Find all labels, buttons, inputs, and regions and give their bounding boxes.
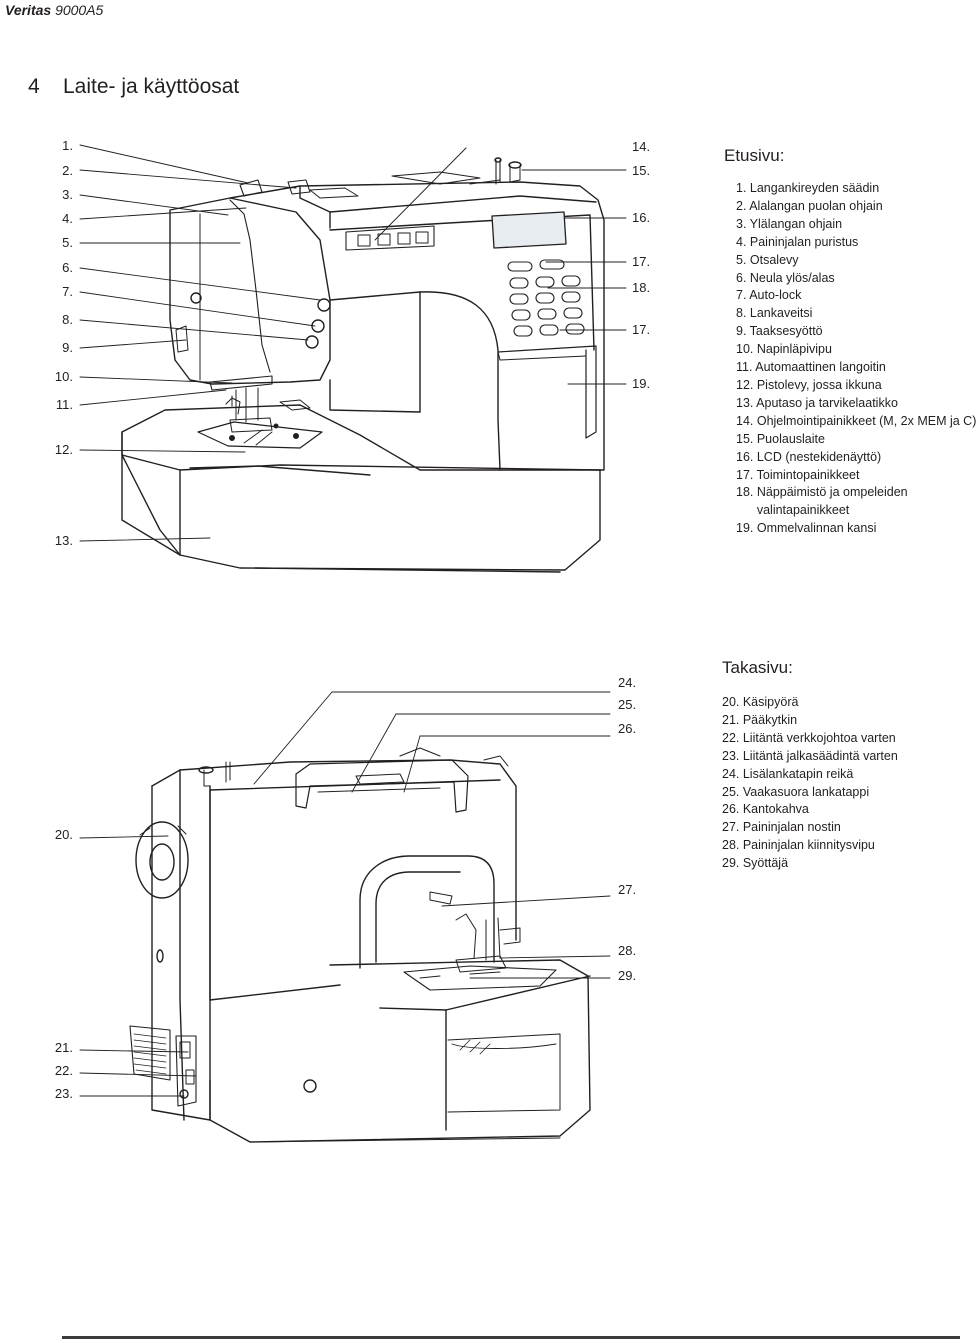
callout-label: 1. bbox=[62, 138, 73, 153]
callout-label: 13. bbox=[54, 533, 73, 548]
legend-item: 10. Napinläpivipu bbox=[736, 342, 832, 357]
callout-label: 28. bbox=[618, 943, 637, 958]
legend-item: 23. Liitäntä jalkasäädintä varten bbox=[722, 748, 898, 763]
legend-item: 15. Puolauslaite bbox=[736, 431, 825, 446]
legend-item: 17. Toimintopainikkeet bbox=[736, 467, 860, 482]
front-parts-legend: 1. Langankireyden säädin 2. Alalangan pu… bbox=[736, 180, 976, 538]
legend-item: 20. Käsipyörä bbox=[722, 695, 799, 709]
callout-label: 26. bbox=[618, 721, 637, 736]
legend-item: 26. Kantokahva bbox=[722, 802, 809, 817]
callout-label: 3. bbox=[62, 187, 73, 202]
page-number: 4 bbox=[28, 75, 40, 98]
callout-label: 17. bbox=[632, 254, 651, 269]
legend-item: 5. Otsalevy bbox=[736, 252, 799, 267]
legend-item: 2. Alalangan puolan ohjain bbox=[736, 198, 883, 213]
legend-item: 21. Pääkytkin bbox=[722, 712, 798, 727]
legend-item: 19. Ommelvalinnan kansi bbox=[736, 521, 877, 536]
callout-label: 22. bbox=[54, 1063, 73, 1078]
back-view-heading: Takasivu: bbox=[722, 658, 793, 677]
callout-label: 11. bbox=[55, 397, 73, 412]
callout-label: 17. bbox=[632, 322, 651, 337]
callout-label: 9. bbox=[62, 340, 73, 355]
legend-item: 29. Syöttäjä bbox=[722, 856, 789, 871]
callout-label: 5. bbox=[62, 235, 73, 250]
document-header: Veritas 9000A5 bbox=[5, 2, 103, 18]
legend-item: 14. Ohjelmointipainikkeet (M, 2x MEM ja … bbox=[736, 413, 976, 428]
front-view-heading: Etusivu: bbox=[724, 146, 785, 165]
legend-item: 4. Paininjalan puristus bbox=[736, 234, 859, 249]
callout-label: 29. bbox=[618, 968, 637, 983]
legend-item: 13. Aputaso ja tarvikelaatikko bbox=[736, 395, 898, 410]
legend-item: 24. Lisälankatapin reikä bbox=[722, 766, 854, 781]
legend-item: 3. Ylälangan ohjain bbox=[736, 216, 843, 231]
callout-label: 4. bbox=[62, 211, 73, 226]
legend-item: 7. Auto-lock bbox=[736, 288, 802, 303]
brand-name: Veritas bbox=[5, 2, 52, 18]
callout-label: 2. bbox=[62, 163, 73, 178]
callout-label: 20. bbox=[54, 827, 73, 842]
callout-label: 21. bbox=[54, 1040, 73, 1055]
callout-label: 6. bbox=[62, 260, 73, 275]
callout-label: 24. bbox=[618, 675, 637, 690]
page-title: Laite- ja käyttöosat bbox=[63, 75, 240, 98]
legend-item: 16. LCD (nestekidenäyttö) bbox=[736, 449, 882, 464]
front-leader-lines-right bbox=[375, 148, 626, 384]
front-leader-lines-left bbox=[80, 145, 320, 541]
callout-label: 25. bbox=[618, 697, 637, 712]
legend-item: 18. Näppäimistö ja ompeleiden bbox=[736, 485, 908, 500]
legend-item: 9. Taaksesyöttö bbox=[736, 324, 823, 339]
callout-label: 23. bbox=[54, 1086, 73, 1101]
legend-item: valintapainikkeet bbox=[736, 503, 850, 518]
callout-label: 12. bbox=[54, 442, 73, 457]
legend-item: 1. Langankireyden säädin bbox=[736, 181, 880, 195]
callout-label: 14. bbox=[632, 139, 651, 154]
legend-item: 6. Neula ylös/alas bbox=[736, 270, 835, 285]
back-parts-legend: 20. Käsipyörä 21. Pääkytkin 22. Liitäntä… bbox=[722, 694, 898, 873]
legend-item: 25. Vaakasuora lankatappi bbox=[722, 784, 870, 799]
callout-label: 16. bbox=[632, 210, 651, 225]
bottom-divider bbox=[62, 1336, 960, 1339]
legend-item: 11. Automaattinen langoitin bbox=[736, 360, 886, 375]
legend-item: 22. Liitäntä verkkojohtoa varten bbox=[722, 730, 896, 745]
callout-label: 19. bbox=[632, 376, 651, 391]
legend-item: 27. Paininjalan nostin bbox=[722, 820, 841, 835]
callout-label: 10. bbox=[54, 369, 73, 384]
callout-label: 7. bbox=[62, 284, 73, 299]
callout-label: 15. bbox=[632, 163, 651, 178]
callout-label: 27. bbox=[618, 882, 637, 897]
model-name: 9000A5 bbox=[55, 2, 104, 18]
legend-item: 28. Paininjalan kiinnitysvipu bbox=[722, 838, 875, 853]
legend-item: 12. Pistolevy, jossa ikkuna bbox=[736, 377, 882, 392]
callout-label: 8. bbox=[62, 312, 73, 327]
legend-item: 8. Lankaveitsi bbox=[736, 306, 813, 321]
callout-label: 18. bbox=[632, 280, 651, 295]
